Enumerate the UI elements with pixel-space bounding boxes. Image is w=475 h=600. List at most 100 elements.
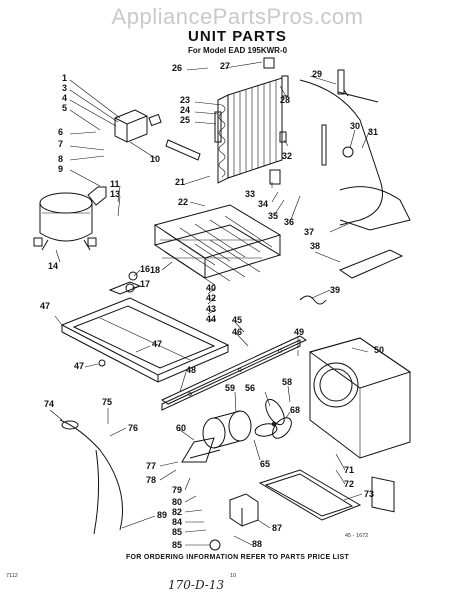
- callout-31: 23: [180, 95, 191, 105]
- callout-1: 89: [157, 510, 168, 520]
- condenser-coil: [217, 77, 283, 184]
- callout-49-fan: 68: [290, 405, 301, 415]
- callout-21: 40: [206, 283, 217, 293]
- support-rail: [160, 335, 308, 411]
- callout-75: 85: [172, 540, 183, 550]
- drain-trough: [338, 249, 404, 279]
- fitting-33: [342, 146, 354, 158]
- fan-blade: [254, 398, 292, 439]
- callout-27: 72: [344, 479, 355, 489]
- callout-46: 49: [294, 327, 305, 337]
- strain-relief-36: [61, 420, 79, 430]
- callout-84: 21: [175, 177, 186, 187]
- base-frame: [60, 281, 230, 383]
- callout-71: 82: [172, 507, 183, 517]
- callout-10: 6: [58, 127, 64, 137]
- callout-23: 37: [304, 227, 315, 237]
- callout-74: 32: [282, 151, 293, 161]
- callout-48: 60: [176, 423, 187, 433]
- terminal-59: [214, 111, 222, 143]
- callout-40: 77: [146, 461, 157, 471]
- callout-43: 88: [252, 539, 263, 549]
- bracket-58: [337, 69, 345, 95]
- callout-85b: 76: [128, 423, 139, 433]
- ordering-note: FOR ORDERING INFORMATION REFER TO PARTS …: [125, 554, 350, 561]
- callout-16: 11: [110, 179, 120, 189]
- callout-38: 65: [260, 459, 271, 469]
- page-number: 10: [230, 573, 237, 579]
- callout-36: 74: [44, 399, 55, 409]
- callout-32: 31: [368, 127, 379, 137]
- callout-39: 79: [172, 485, 183, 495]
- evaporator-coil: [153, 204, 282, 286]
- callout-88: 33: [245, 189, 256, 199]
- callout-45: 46: [232, 327, 243, 337]
- grommet-6: [98, 359, 106, 367]
- relay-bracket: [114, 109, 162, 143]
- callout-3: 18: [150, 265, 161, 275]
- callout-47: 50: [374, 345, 385, 355]
- drier-tube: [165, 139, 201, 161]
- callout-7: 4: [62, 93, 68, 103]
- callout-77: 80: [172, 497, 183, 507]
- leader-lines: [49, 61, 371, 546]
- callout-47b: 78: [146, 475, 157, 485]
- fitting-85: [281, 75, 289, 97]
- tube-34: [321, 124, 327, 166]
- callout-76: 87: [272, 523, 283, 533]
- callout-35: 26: [172, 63, 183, 73]
- liquid-line: [337, 89, 379, 103]
- callout-87: 38: [310, 241, 321, 251]
- callout-56: 45: [232, 315, 243, 325]
- thermostat-control: [229, 493, 259, 527]
- callout-11: 7: [58, 139, 64, 149]
- callout-82: 27: [220, 61, 231, 71]
- callout-4: 5: [62, 103, 68, 113]
- callout-80: 24: [180, 105, 191, 115]
- cord-lead: [93, 449, 100, 535]
- fan-motor: [181, 410, 252, 463]
- callout-25: 16: [140, 264, 151, 274]
- callout-33: 30: [350, 121, 361, 131]
- callout-37: 56: [245, 383, 256, 393]
- fan-shroud: [308, 337, 412, 513]
- handwritten-note: 170-D-13: [168, 578, 225, 592]
- valve-88: [269, 169, 281, 185]
- compressor: [33, 186, 107, 251]
- refrigerant-tubing: [299, 79, 411, 231]
- callout-30: 39: [330, 285, 341, 295]
- callout-59: 25: [180, 115, 191, 125]
- clip-74: [279, 131, 287, 143]
- callout-14: 8: [58, 154, 64, 164]
- callout-72: 84: [172, 517, 183, 527]
- callout-58: 29: [312, 69, 323, 79]
- callout-28: 34: [258, 199, 269, 209]
- callout-85: 28: [280, 95, 291, 105]
- callout-73: 85: [172, 527, 183, 537]
- callout-79: 48: [186, 365, 197, 375]
- watermark: AppliancePartsPros.com: [111, 4, 364, 29]
- callout-49: 71: [344, 465, 355, 475]
- callout-24: 47: [152, 339, 163, 349]
- callout-8: 1: [62, 73, 68, 83]
- fitting-82: [263, 57, 275, 69]
- callout-22: 43: [206, 304, 217, 314]
- drain-pan: [258, 469, 362, 521]
- callout-17: 9: [58, 164, 64, 174]
- callout-68: 73: [364, 489, 375, 499]
- callout-13: 10: [150, 154, 161, 164]
- model-line: For Model EAD 195KWR-0: [187, 46, 288, 55]
- callout-65: 75: [102, 397, 113, 407]
- callout-26: 17: [140, 279, 151, 289]
- callout-18: 14: [48, 261, 59, 271]
- callout-42: 44: [206, 314, 217, 324]
- callout-89: 22: [178, 197, 189, 207]
- power-cord: [59, 419, 123, 531]
- callout-6: 47: [74, 361, 85, 371]
- form-code: 7112: [6, 573, 18, 579]
- callout-34: 36: [284, 217, 295, 227]
- callout-78: 35: [268, 211, 279, 221]
- screw-75: [209, 539, 221, 551]
